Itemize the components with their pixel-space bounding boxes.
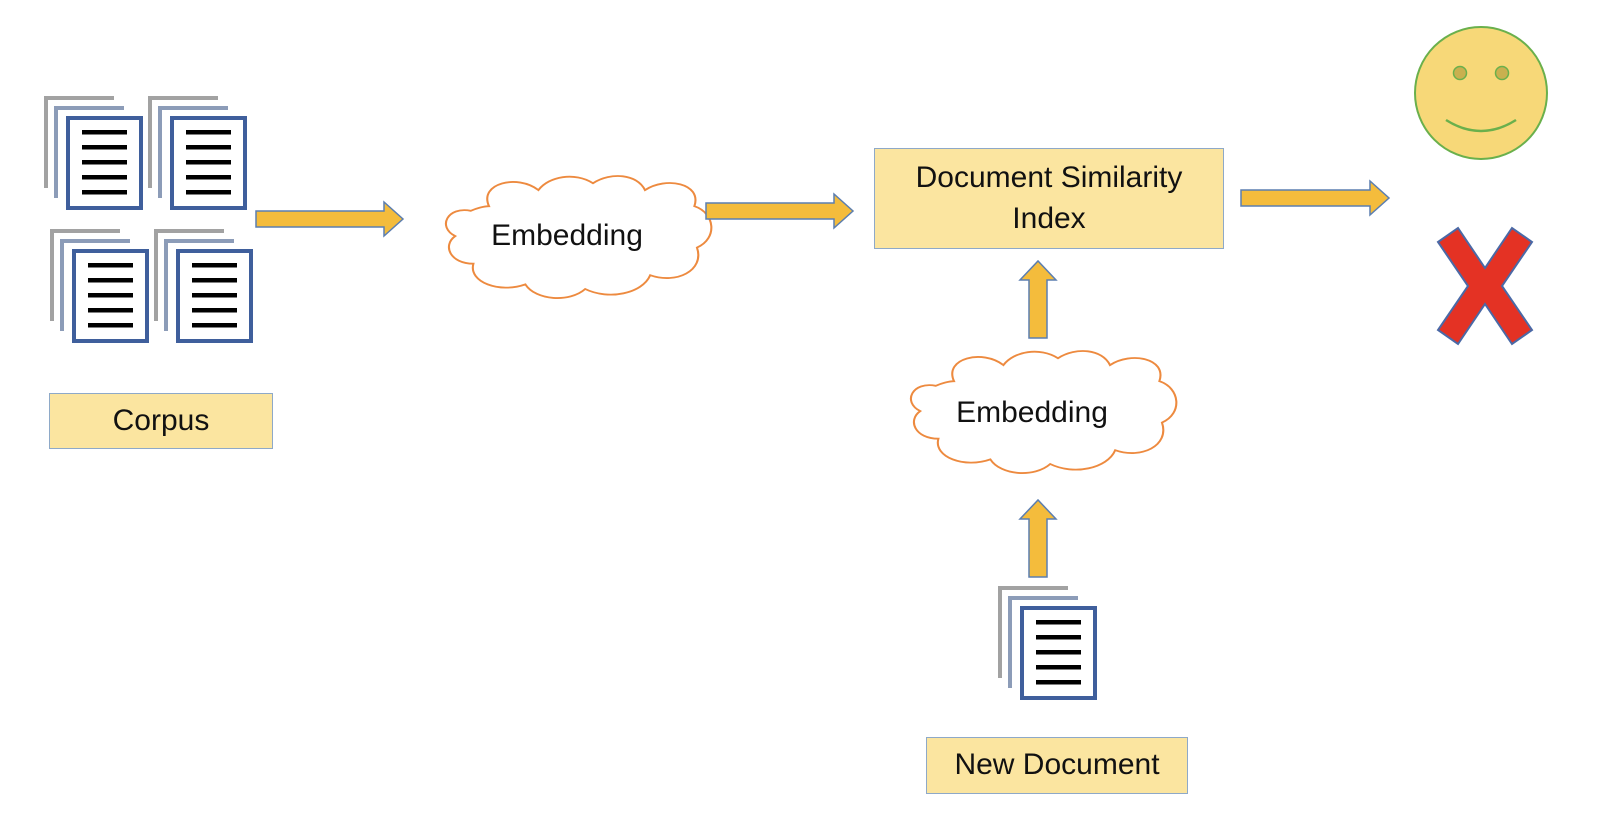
document-icon: [44, 96, 143, 210]
smiley-face-icon: [1414, 26, 1548, 160]
document-icon: [50, 229, 149, 343]
arrow-index-to-outcome: [1240, 179, 1391, 217]
arrow-embedding-to-index-up: [1018, 259, 1058, 339]
embedding-label-top: Embedding: [491, 219, 643, 252]
red-x-icon: [1436, 226, 1534, 346]
document-icon: [148, 96, 247, 210]
corpus-label: Corpus: [49, 393, 273, 449]
arrow-corpus-to-embedding: [255, 200, 405, 238]
document-icon: [154, 229, 253, 343]
new-document-icon: [998, 586, 1097, 700]
arrow-embedding-to-index: [705, 192, 855, 230]
corpus-documents: [44, 96, 253, 343]
embedding-label-bottom: Embedding: [956, 396, 1108, 429]
arrow-newdoc-to-embedding: [1018, 498, 1058, 578]
new-document-label: New Document: [926, 737, 1188, 794]
document-similarity-index-box: Document Similarity Index: [874, 148, 1224, 249]
